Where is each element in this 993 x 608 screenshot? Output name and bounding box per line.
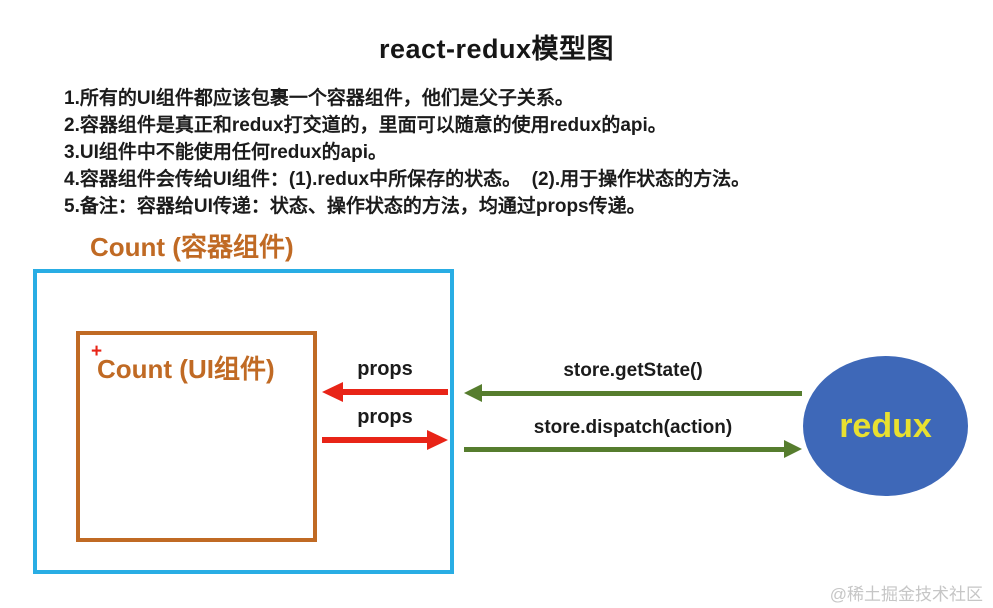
arrow-head [322,382,343,402]
arrow-shaft [464,447,784,452]
page-title: react-redux模型图 [378,34,615,64]
getstate-label: store.getState() [563,360,703,381]
text-cursor-mark: + [91,341,103,362]
props-arrow-from-ui-icon [322,430,448,450]
note-line-4: 4.容器组件会传给UI组件：(1).redux中所保存的状态。 (2).用于操作… [64,169,751,190]
note-line-1: 1.所有的UI组件都应该包裹一个容器组件，他们是父子关系。 [64,88,574,109]
arrow-shaft [480,391,802,396]
ui-component-box: + Count (UI组件) [76,331,317,542]
note-line-2: 2.容器组件是真正和redux打交道的，里面可以随意的使用redux的api。 [64,115,667,136]
props-arrow-to-ui-icon [322,382,448,402]
redux-label: redux [839,406,932,445]
getstate-arrow-icon [464,384,802,402]
notes-list: 1.所有的UI组件都应该包裹一个容器组件，他们是父子关系。 2.容器组件是真正和… [64,85,750,220]
arrow-head [427,430,448,450]
note-line-3: 3.UI组件中不能使用任何redux的api。 [64,142,388,163]
redux-store-ellipse: redux [803,356,968,496]
dispatch-arrow-icon [464,440,802,458]
arrow-shaft [322,437,430,443]
note-line-5: 5.备注：容器给UI传递：状态、操作状态的方法，均通过props传递。 [64,196,646,217]
ui-component-label: Count (UI组件) [97,354,275,384]
arrow-head [784,440,802,458]
dispatch-label: store.dispatch(action) [533,417,733,438]
props-label-bottom: props [357,406,413,428]
arrow-head [464,384,482,402]
arrow-shaft [340,389,448,395]
watermark: @稀土掘金技术社区 [829,585,983,604]
container-component-label: Count (容器组件) [90,232,294,262]
props-label-top: props [357,358,413,380]
